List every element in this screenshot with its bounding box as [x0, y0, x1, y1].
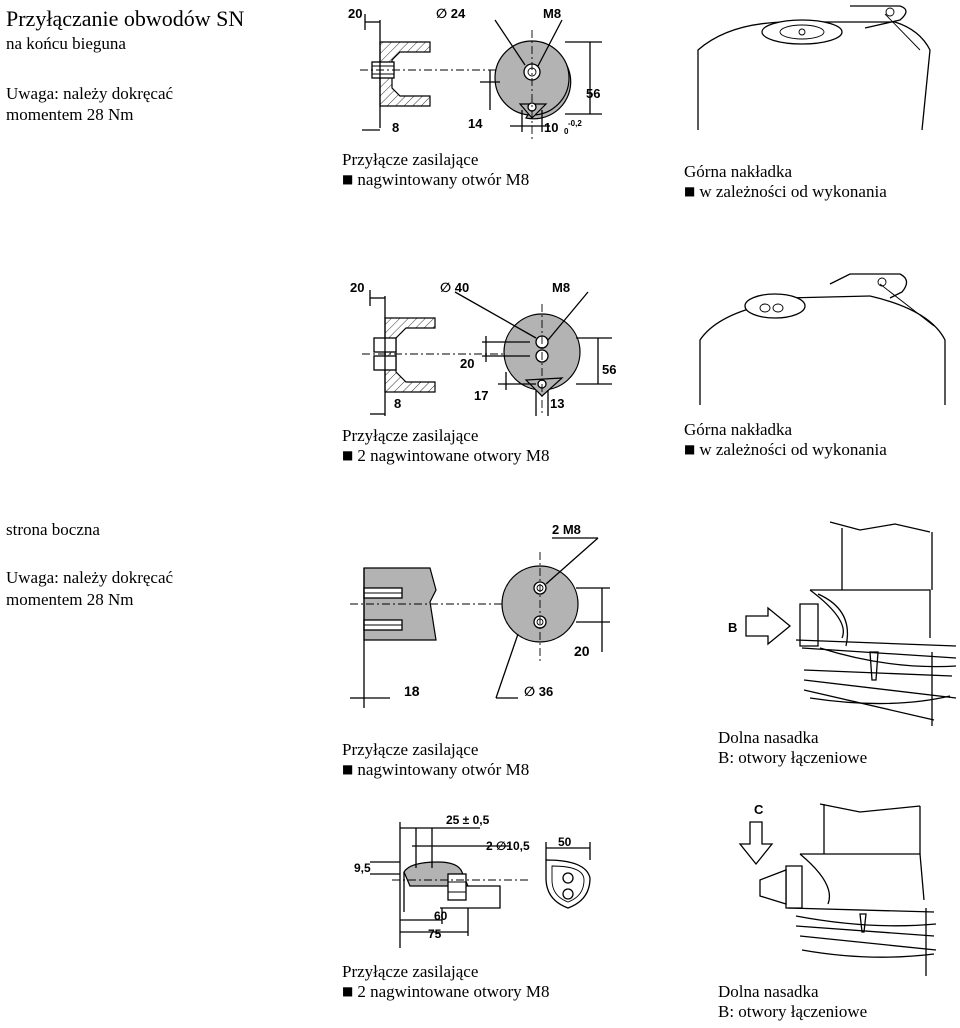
caption-line: 2 nagwintowane otwory M8 — [357, 981, 550, 1001]
caption-line: 2 nagwintowane otwory M8 — [357, 445, 550, 465]
caption-fig4: Górna nakładka ■w zależności od wykonani… — [684, 420, 887, 459]
dim-label: 56 — [586, 86, 600, 101]
dim-label: 20 — [348, 6, 362, 21]
dim-label: M8 — [552, 280, 570, 295]
note-line-2: momentem 28 Nm — [6, 590, 134, 609]
label-c: C — [754, 802, 764, 817]
caption-line: Górna nakładka — [684, 420, 793, 439]
label-b: B — [728, 620, 737, 635]
note-line-1: Uwaga: należy dokręcać — [6, 84, 174, 103]
dim-label: 2 ∅10,5 — [486, 839, 530, 853]
dim-label: 14 — [468, 116, 483, 131]
dim-label: 8 — [392, 120, 399, 135]
dim-label: 18 — [404, 683, 420, 699]
dim-label: -0,2 — [568, 119, 582, 128]
dim-label: 9,5 — [354, 861, 371, 875]
section-title-side: strona boczna — [6, 520, 100, 539]
dim-label: ∅ 40 — [440, 280, 469, 295]
bullet-icon: ■ — [342, 761, 354, 776]
caption-line: Przyłącze zasilające — [342, 426, 479, 445]
caption-line: Górna nakładka — [684, 162, 793, 181]
dim-label: 50 — [558, 835, 572, 849]
figure-top-cap-two-holes — [699, 273, 946, 405]
figure-side-terminal-two-holes: 25 ± 0,5 2 ∅10,5 50 9,5 60 75 — [354, 813, 591, 948]
dim-label: 60 — [434, 909, 448, 923]
caption-fig2: Górna nakładka ■w zależności od wykonani… — [684, 162, 887, 201]
dim-label: 75 — [428, 927, 442, 941]
caption-line: Dolna nasadka — [718, 728, 819, 747]
dim-label: 20 — [460, 356, 474, 371]
bullet-icon: ■ — [684, 183, 696, 198]
caption-line: w zależności od wykonania — [699, 439, 887, 459]
caption-line: w zależności od wykonania — [699, 181, 887, 201]
caption-fig3: Przyłącze zasilające ■2 nagwintowane otw… — [342, 426, 550, 465]
dim-label: 20 — [574, 643, 590, 659]
note-line-2: momentem 28 Nm — [6, 105, 134, 124]
figure-side-terminal: 2 M8 20 18 ∅ 36 — [350, 522, 610, 708]
caption-line: B: otwory łączeniowe — [718, 1001, 868, 1021]
section-title-end: Przyłączanie obwodów SN — [6, 6, 245, 31]
dim-label: 56 — [602, 362, 616, 377]
bullet-icon: ■ — [342, 447, 354, 462]
dim-label: M8 — [543, 6, 561, 21]
section-subtitle: na końcu bieguna — [6, 34, 126, 53]
dim-label: 2 M8 — [552, 522, 581, 537]
dim-label: ∅ 24 — [436, 6, 466, 21]
note-line-1: Uwaga: należy dokręcać — [6, 568, 174, 587]
dim-label: 20 — [350, 280, 364, 295]
dim-label: 13 — [550, 396, 564, 411]
figure-lower-cap-c: C — [738, 802, 937, 976]
bullet-icon: ■ — [342, 171, 354, 186]
figure-top-cap — [697, 5, 931, 131]
figure-terminal-single-hole: 20 ∅ 24 M8 56 8 14 10 -0,2 0 — [348, 6, 602, 140]
caption-line: Przyłącze zasilające — [342, 740, 479, 759]
figure-lower-cap-b: B — [728, 521, 957, 726]
dim-label: 0 — [564, 127, 569, 136]
bullet-icon: ■ — [342, 983, 354, 998]
caption-line: Przyłącze zasilające — [342, 962, 479, 981]
caption-line: B: otwory łączeniowe — [718, 747, 868, 767]
caption-fig8: Dolna nasadka B: otwory łączeniowe — [718, 982, 867, 1021]
caption-fig1: Przyłącze zasilające ■nagwintowany otwór… — [342, 150, 529, 189]
dim-label: ∅ 36 — [524, 684, 553, 699]
dim-label: 8 — [394, 396, 401, 411]
caption-line: nagwintowany otwór M8 — [357, 169, 530, 189]
dim-label: 25 ± 0,5 — [446, 813, 490, 827]
caption-line: nagwintowany otwór M8 — [357, 759, 530, 779]
dim-label: 17 — [474, 388, 488, 403]
figure-terminal-two-holes: 20 ∅ 40 M8 56 20 8 17 13 — [350, 280, 616, 416]
dim-label: 10 — [544, 120, 558, 135]
caption-fig7: Przyłącze zasilające ■2 nagwintowane otw… — [342, 962, 550, 1001]
caption-line: Dolna nasadka — [718, 982, 819, 1001]
caption-fig5: Przyłącze zasilające ■nagwintowany otwór… — [342, 740, 529, 779]
bullet-icon: ■ — [684, 441, 696, 456]
caption-fig6: Dolna nasadka B: otwory łączeniowe — [718, 728, 867, 767]
caption-line: Przyłącze zasilające — [342, 150, 479, 169]
